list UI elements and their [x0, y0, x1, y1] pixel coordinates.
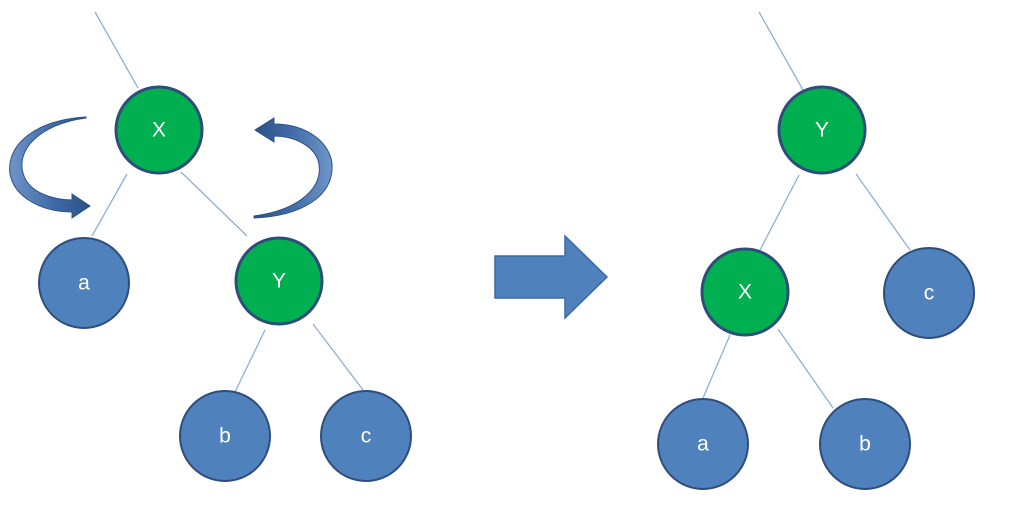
node-x: X [114, 85, 204, 175]
node-c-circle [320, 390, 412, 482]
node-c-label: c [361, 425, 372, 448]
node-c-label: c [924, 282, 935, 305]
node-a-label: a [78, 272, 90, 295]
node-a: a [657, 398, 749, 490]
node-y: Y [234, 236, 324, 326]
node-b-label: b [859, 433, 871, 456]
node-b-circle [179, 390, 271, 482]
node-a-circle [38, 237, 130, 329]
node-c-circle [883, 247, 975, 339]
node-y-label: Y [815, 119, 829, 142]
node-y-label: Y [272, 270, 286, 293]
node-b-label: b [219, 425, 231, 448]
node-x-circle [700, 247, 790, 337]
node-x-label: X [152, 119, 166, 142]
edge-y-x [759, 174, 800, 251]
node-a-circle [657, 398, 749, 490]
edge-x-a [702, 334, 731, 399]
node-a: a [38, 237, 130, 329]
node-b-circle [819, 398, 911, 490]
curved-rotate-arrow-icon [9, 116, 333, 219]
node-x: X [700, 247, 790, 337]
node-y-circle [234, 236, 324, 326]
node-b: b [179, 390, 271, 482]
node-y: Y [777, 85, 867, 175]
node-c: c [320, 390, 412, 482]
rotate-right-arrow [253, 117, 333, 219]
transform-arrow [494, 234, 609, 320]
node-a-label: a [697, 433, 709, 456]
node-b: b [819, 398, 911, 490]
rotate-left-arrow [9, 116, 91, 219]
edge-x-b [777, 328, 834, 409]
edge-x-a [91, 173, 128, 237]
node-x-circle [114, 85, 204, 175]
edge-parent-y [758, 11, 804, 91]
edge-y-c [312, 323, 364, 391]
edge-x-y [180, 171, 248, 237]
edge-y-c [855, 173, 911, 251]
edge-y-b [234, 329, 266, 393]
tree-before: X a Y b c [38, 11, 412, 482]
right-arrow-icon [494, 234, 609, 320]
tree-after: Y X c a b [657, 11, 975, 490]
node-c: c [883, 247, 975, 339]
node-x-label: X [738, 281, 752, 304]
node-y-circle [777, 85, 867, 175]
edge-parent-x [94, 11, 139, 89]
